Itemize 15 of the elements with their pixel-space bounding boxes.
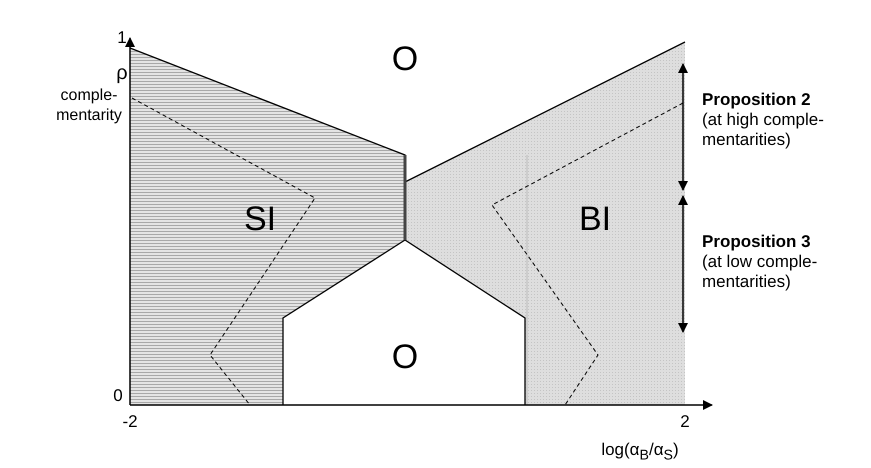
proposition-title: Proposition 3 xyxy=(702,232,811,251)
region-label: O xyxy=(392,40,418,78)
tick-label: 2 xyxy=(680,412,690,431)
note-text: (at low comple-mentarities) xyxy=(702,252,818,291)
tick-label: -2 xyxy=(122,412,138,431)
axis-label: log(α$_{B}$/α$_{S}$) xyxy=(601,440,679,459)
axis-label: comple-mentarity xyxy=(56,87,122,124)
region-label: O xyxy=(392,338,418,376)
axis-symbol: ρ xyxy=(116,62,128,84)
tick-label: 0 xyxy=(113,386,123,405)
note-text: (at high comple-mentarities) xyxy=(702,110,824,149)
region-label: SI xyxy=(244,200,276,238)
region-label: BI xyxy=(578,200,612,238)
proposition-title: Proposition 2 xyxy=(702,90,811,109)
tick-label: 1 xyxy=(117,28,127,47)
